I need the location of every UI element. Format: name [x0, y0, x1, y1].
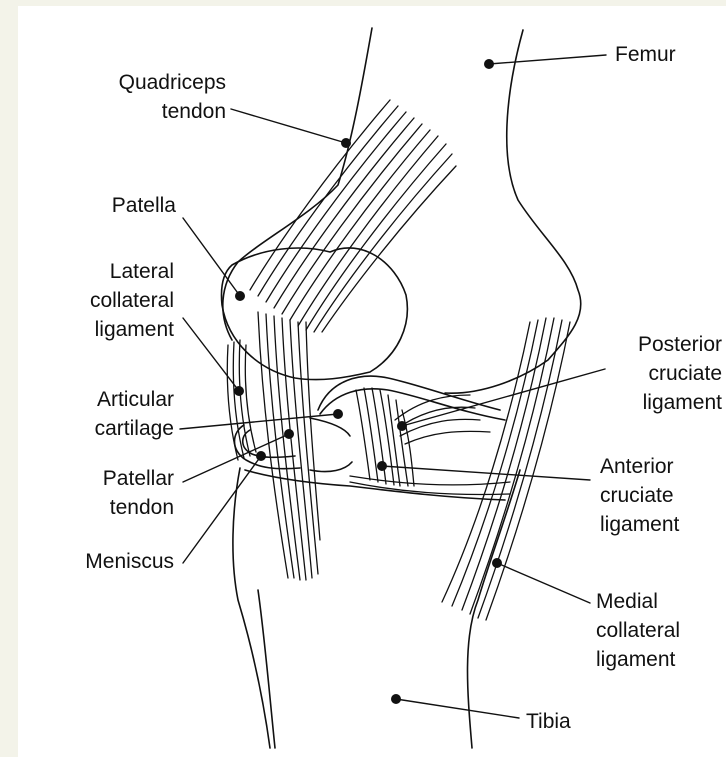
- label-anterior-cruciate-ligament: Anterior cruciate ligament: [600, 452, 679, 539]
- leader-quadriceps-tendon: [231, 109, 346, 143]
- dot-posterior-cruciate-ligament: [397, 421, 407, 431]
- label-meniscus: Meniscus: [85, 547, 174, 576]
- dot-lateral-collateral-ligament: [234, 386, 244, 396]
- leader-femur: [489, 55, 606, 64]
- patellar-tendon-fibers: [258, 312, 320, 580]
- dot-patellar-tendon: [284, 429, 294, 439]
- dot-quadriceps-tendon: [341, 138, 351, 148]
- label-posterior-cruciate-ligament: Posterior cruciate ligament: [638, 330, 722, 417]
- label-femur: Femur: [615, 40, 676, 69]
- label-quadriceps-tendon: Quadriceps tendon: [119, 68, 226, 126]
- dot-patella: [235, 291, 245, 301]
- label-articular-cartilage: Articular cartilage: [95, 385, 174, 443]
- dot-femur: [484, 59, 494, 69]
- label-patella: Patella: [112, 191, 176, 220]
- label-lateral-collateral-ligament: Lateral collateral ligament: [90, 257, 174, 344]
- dot-medial-collateral-ligament: [492, 558, 502, 568]
- quadriceps-tendon-fibers: [250, 100, 456, 332]
- label-medial-collateral-ligament: Medial collateral ligament: [596, 587, 680, 674]
- leader-posterior-cruciate-ligament: [402, 369, 605, 426]
- leader-meniscus: [183, 456, 261, 563]
- medial-collateral-ligament-fibers: [442, 318, 570, 620]
- leader-lateral-collateral-ligament: [183, 318, 239, 391]
- dot-meniscus: [256, 451, 266, 461]
- leader-tibia: [396, 699, 519, 718]
- dot-anterior-cruciate-ligament: [377, 461, 387, 471]
- leader-medial-collateral-ligament: [497, 563, 590, 603]
- articular-cartilage-shape: [318, 376, 505, 420]
- leader-articular-cartilage: [180, 414, 338, 429]
- label-patellar-tendon: Patellar tendon: [103, 464, 174, 522]
- dot-articular-cartilage: [333, 409, 343, 419]
- lateral-collateral-ligament-fibers: [227, 340, 256, 460]
- dot-tibia: [391, 694, 401, 704]
- marker-dots: [234, 59, 502, 704]
- tibia-outline: [233, 468, 520, 748]
- leader-patella: [183, 218, 240, 296]
- patella-shape: [221, 248, 407, 380]
- label-tibia: Tibia: [526, 707, 571, 736]
- cruciate-ligament-fibers: [350, 388, 510, 495]
